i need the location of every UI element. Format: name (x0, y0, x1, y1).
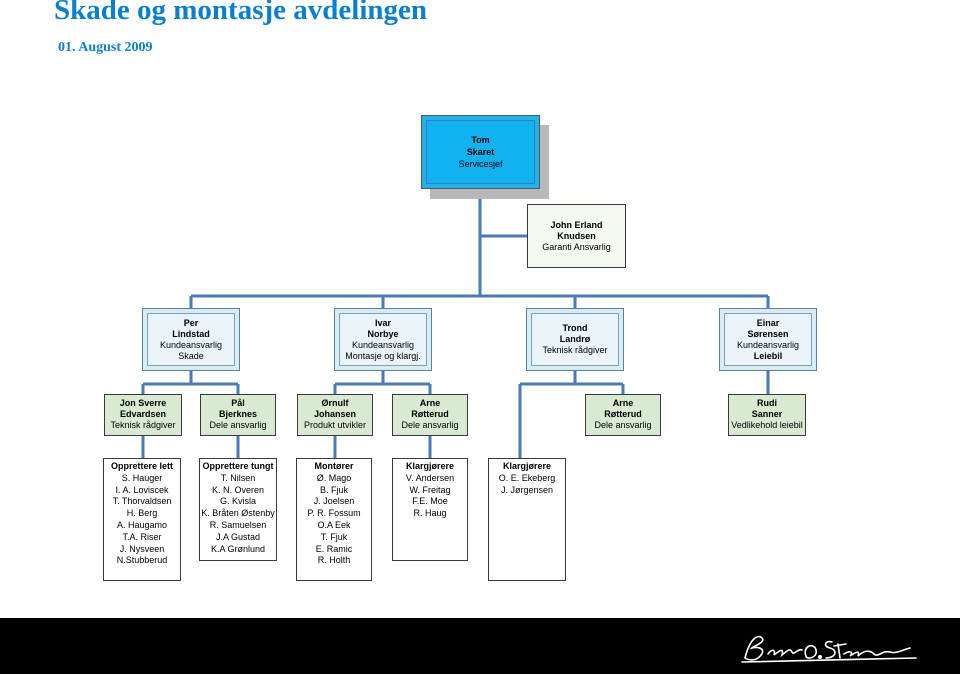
org-node-level3: Pål Bjerknes Dele ansvarlig (200, 394, 276, 436)
list-item: K.A Grønlund (210, 543, 266, 554)
list-item: G. Kvisla (219, 496, 256, 507)
node-line: Produkt utvikler (303, 420, 367, 430)
team-list-header: Opprettere lett (110, 461, 173, 471)
node-line: Skade (178, 350, 204, 361)
list-item: P. R. Fossum (307, 508, 361, 519)
node-line: Servicesjef (458, 159, 503, 169)
org-node-manager: Trond Landrø Teknisk rådgiver (526, 308, 624, 371)
org-node-level3: Rudi Sanner Vedlikehold leiebil (728, 394, 806, 436)
org-node-manager: Ivar Norbye Kundeansvarlig Montasje og k… (334, 308, 432, 371)
node-line: Kundeansvarlig (736, 339, 800, 350)
list-item: A. Haugamo (116, 519, 168, 530)
list-item: V. Andersen (405, 472, 455, 483)
list-item: J. Jørgensen (500, 484, 554, 495)
node-line: Lindstad (172, 328, 210, 339)
list-item: R. Haug (413, 508, 447, 519)
node-line: Per (183, 317, 199, 328)
node-line: Vedlikehold leiebil (731, 420, 803, 430)
list-item: S. Hauger (121, 472, 163, 483)
node-line: Edvardsen (119, 409, 167, 419)
list-item: N.Stubberud (116, 555, 168, 566)
node-line: Dele ansvarlig (594, 420, 652, 430)
node-line: Dele ansvarlig (401, 420, 459, 430)
org-node-manager: Einar Sørensen Kundeansvarlig Leiebil (719, 308, 817, 371)
node-line: Ørnulf (321, 398, 349, 408)
list-item: T.A. Riser (122, 531, 162, 542)
list-item: I. A. Loviscek (115, 484, 169, 495)
node-line: Landrø (559, 334, 591, 344)
node-line: Sørensen (747, 328, 789, 339)
team-list-header: Klargjørere (502, 461, 552, 471)
org-node-level3: Ørnulf Johansen Produkt utvikler (297, 394, 373, 436)
team-list: Opprettere tungt T. Nilsen K. N. Overen … (199, 458, 277, 561)
node-line: Knudsen (557, 230, 596, 241)
page-date: 01. August 2009 (58, 40, 153, 55)
org-node-manager: Per Lindstad Kundeansvarlig Skade (142, 308, 240, 371)
org-node-garanti: John Erland Knudsen Garanti Ansvarlig (527, 204, 626, 268)
node-line: Teknisk rådgiver (110, 420, 176, 430)
node-line: Sanner (751, 409, 783, 419)
list-item: T. Fjuk (320, 531, 348, 542)
list-item: R. Holth (317, 555, 351, 566)
node-line: Trond (562, 323, 588, 333)
list-item: O.A Eek (317, 519, 351, 530)
list-item: O. E. Ekeberg (498, 472, 556, 483)
list-item: J. Nysveen (119, 543, 165, 554)
list-item: K. Bråten Østenby (201, 508, 275, 519)
list-item: Ø. Mago (316, 472, 352, 483)
node-line: Norbye (367, 328, 399, 339)
node-line: Leiebil (753, 350, 783, 361)
node-line: John Erland (550, 219, 603, 230)
node-line: Montasje og klargj. (345, 350, 421, 361)
org-node-level3: Jon Sverre Edvardsen Teknisk rådgiver (104, 394, 182, 436)
list-item: T. Thorvaldsen (112, 496, 172, 507)
list-item: H. Berg (126, 508, 158, 519)
list-item: J. Joelsen (313, 496, 355, 507)
node-line: Jon Sverre (119, 398, 167, 408)
team-list-header: Opprettere tungt (202, 461, 274, 471)
team-list: Montører Ø. Mago B. Fjuk J. Joelsen P. R… (296, 458, 372, 581)
footer-bar (0, 618, 960, 674)
team-list: Klargjørere O. E. Ekeberg J. Jørgensen (488, 458, 566, 581)
node-line: Ivar (374, 317, 391, 328)
node-line: Rudi (757, 398, 777, 408)
list-item: T. Nilsen (220, 472, 256, 483)
node-line: Røtterud (411, 409, 449, 419)
list-item: R. Samuelsen (209, 519, 267, 530)
team-list: Opprettere lett S. Hauger I. A. Loviscek… (103, 458, 181, 581)
node-line: Kundeansvarlig (159, 339, 223, 350)
team-list: Klargjørere V. Andersen W. Freitag F.E. … (392, 458, 468, 561)
node-line: Johansen (313, 409, 356, 419)
node-line: Einar (756, 317, 780, 328)
org-node-level3: Arne Røtterud Dele ansvarlig (392, 394, 468, 436)
node-line: Skaret (466, 147, 495, 157)
org-node-level3: Arne Røtterud Dele ansvarlig (585, 394, 661, 436)
list-item: W. Freitag (409, 484, 451, 495)
node-line: Garanti Ansvarlig (542, 241, 611, 252)
team-list-header: Montører (314, 461, 354, 471)
list-item: E. Ramic (315, 543, 353, 554)
list-item: K. N. Overen (211, 484, 265, 495)
team-list-header: Klargjørere (405, 461, 455, 471)
node-line: Arne (612, 398, 634, 408)
node-line: Arne (419, 398, 441, 408)
node-line: Tom (471, 135, 490, 145)
list-item: J.A Gustad (215, 531, 261, 542)
node-line: Røtterud (604, 409, 642, 419)
node-line: Kundeansvarlig (351, 339, 415, 350)
node-line: Dele ansvarlig (209, 420, 267, 430)
node-line: Bjerknes (218, 409, 258, 419)
node-line: Teknisk rådgiver (542, 345, 608, 355)
page-title: Skade og montasje avdelingen (54, 0, 428, 26)
list-item: F.E. Moe (412, 496, 448, 507)
node-line: Pål (231, 398, 245, 408)
signature-logo (741, 635, 917, 663)
list-item: B. Fjuk (319, 484, 348, 495)
org-node-servicesjef: Tom Skaret Servicesjef (421, 115, 540, 189)
